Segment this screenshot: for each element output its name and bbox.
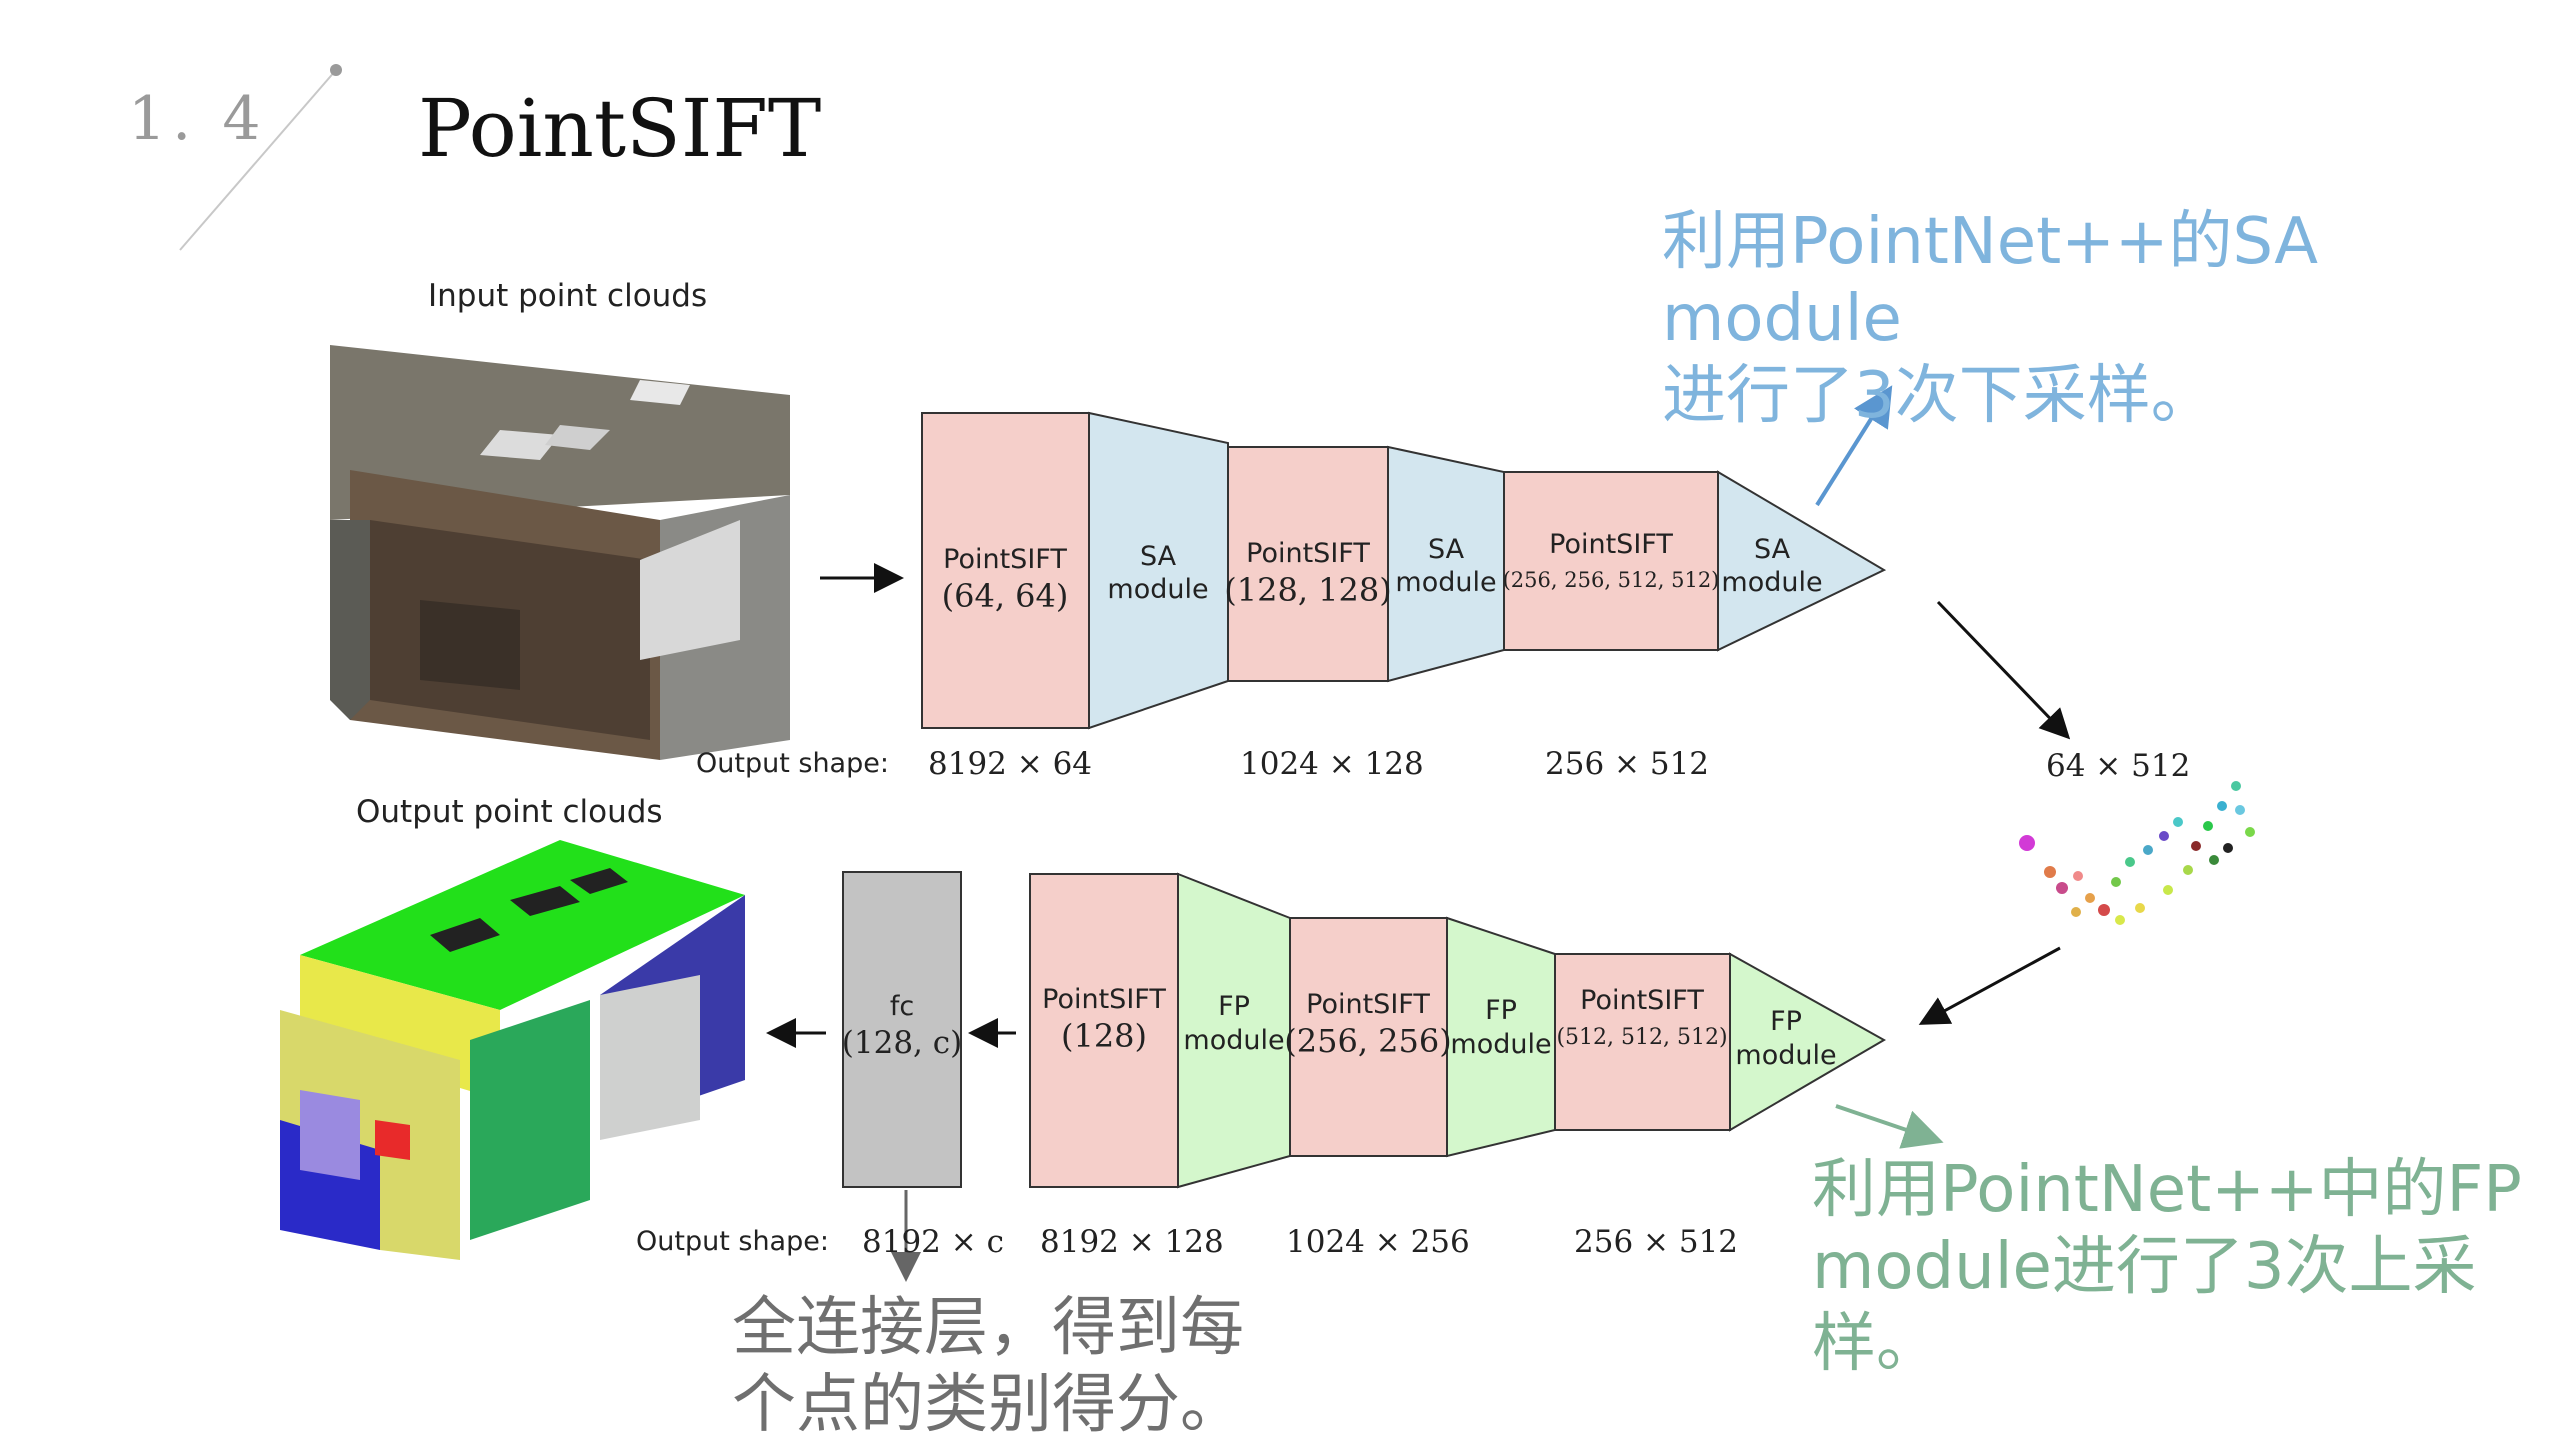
- decoder-pointsift-1-param: (128): [1061, 1017, 1147, 1055]
- sa-2-name: SA: [1428, 534, 1465, 565]
- fp-3-sub: module: [1735, 1040, 1836, 1071]
- decoder-shape-2: 8192 × 128: [1040, 1224, 1224, 1260]
- fp-3-name: FP: [1770, 1006, 1802, 1037]
- fp-note-line-3: 样。: [1812, 1307, 1940, 1381]
- bottleneck-points-image: [2019, 781, 2255, 925]
- fp-note-line-2: module进行了3次上采: [1812, 1230, 2477, 1304]
- fp-2-name: FP: [1485, 995, 1517, 1026]
- fc-note: 全连接层，得到每 个点的类别得分。: [732, 1290, 1244, 1444]
- sa-note: 利用PointNet++的SA module 进行了3次下采样。: [1662, 204, 2560, 435]
- sa-note-line-1: 利用PointNet++的SA module: [1662, 205, 2319, 356]
- sa-1-sub: module: [1107, 574, 1208, 605]
- fc-note-line-1: 全连接层，得到每: [732, 1291, 1244, 1365]
- decoder: fc (128, c) PointSIFT (128) FP module Po…: [842, 871, 1887, 1189]
- encoder: PointSIFT (64, 64) SA module PointSIFT (…: [921, 411, 1887, 730]
- sa-note-line-2: 进行了3次下采样。: [1662, 359, 2215, 433]
- sa-module-3: [1717, 470, 1887, 652]
- decoder-shape-1: 8192 × c: [862, 1224, 1004, 1260]
- fc-param: (128, c): [842, 1025, 962, 1061]
- fp-1-name: FP: [1218, 991, 1250, 1022]
- fp-note-arrow: [1835, 1104, 1944, 1149]
- output-caption: Output point clouds: [356, 794, 663, 830]
- pointsift-block-3: [1503, 471, 1719, 651]
- fp-2-sub: module: [1450, 1029, 1551, 1060]
- pointsift-2-param: (128, 128): [1224, 571, 1391, 609]
- encoder-shape-2: 1024 × 128: [1240, 746, 1424, 782]
- encoder-shape-1: 8192 × 64: [928, 746, 1093, 782]
- sa-3-name: SA: [1754, 534, 1791, 565]
- decoder-pointsift-3-name: PointSIFT: [1580, 985, 1704, 1016]
- bottleneck-shape: 64 × 512: [2046, 748, 2191, 784]
- slide-number: 1. 4: [128, 84, 267, 154]
- decoder-shape-4: 256 × 512: [1574, 1224, 1739, 1260]
- to-bottleneck-arrow: [1936, 600, 2071, 740]
- decoder-pointsift-2: [1289, 917, 1448, 1157]
- sa-2-sub: module: [1395, 567, 1496, 598]
- input-point-cloud-image: [330, 345, 790, 760]
- slide-title: PointSIFT: [418, 82, 822, 175]
- fc-name: fc: [890, 991, 914, 1022]
- fp-module-3: [1729, 952, 1887, 1132]
- from-bottleneck-arrow: [1918, 946, 2061, 1025]
- sa-note-arrow: [1815, 385, 1893, 507]
- pointsift-1-param: (64, 64): [942, 577, 1069, 615]
- output-point-cloud-image: [280, 840, 745, 1260]
- pointsift-2-name: PointSIFT: [1246, 538, 1370, 569]
- title-divider: [179, 64, 342, 251]
- sa-1-name: SA: [1140, 541, 1177, 572]
- decoder-pointsift-3-param: (512, 512, 512): [1556, 1025, 1727, 1050]
- fp-note-line-1: 利用PointNet++中的FP: [1812, 1153, 2522, 1227]
- fp-1-sub: module: [1183, 1025, 1284, 1056]
- decoder-shape-3: 1024 × 256: [1286, 1224, 1470, 1260]
- pointsift-3-name: PointSIFT: [1549, 529, 1673, 560]
- pointsift-block-2: [1227, 446, 1389, 682]
- decoder-pointsift-3: [1554, 953, 1731, 1131]
- pointsift-3-param: (256, 256, 512, 512): [1503, 568, 1720, 592]
- pointsift-block-1: [921, 412, 1090, 729]
- fp-note: 利用PointNet++中的FP module进行了3次上采 样。: [1812, 1152, 2522, 1383]
- fc-note-line-2: 个点的类别得分。: [732, 1368, 1244, 1442]
- decoder-pointsift-2-name: PointSIFT: [1306, 989, 1430, 1020]
- sa-3-sub: module: [1721, 567, 1822, 598]
- fc-block: [842, 871, 962, 1188]
- decoder-output-label: Output shape:: [636, 1226, 829, 1257]
- input-caption: Input point clouds: [428, 278, 708, 314]
- encoder-shape-3: 256 × 512: [1545, 746, 1710, 782]
- encoder-output-label: Output shape:: [696, 748, 889, 779]
- decoder-pointsift-1-name: PointSIFT: [1042, 984, 1166, 1015]
- decoder-pointsift-2-param: (256, 256): [1284, 1022, 1451, 1060]
- pointsift-1-name: PointSIFT: [943, 544, 1067, 575]
